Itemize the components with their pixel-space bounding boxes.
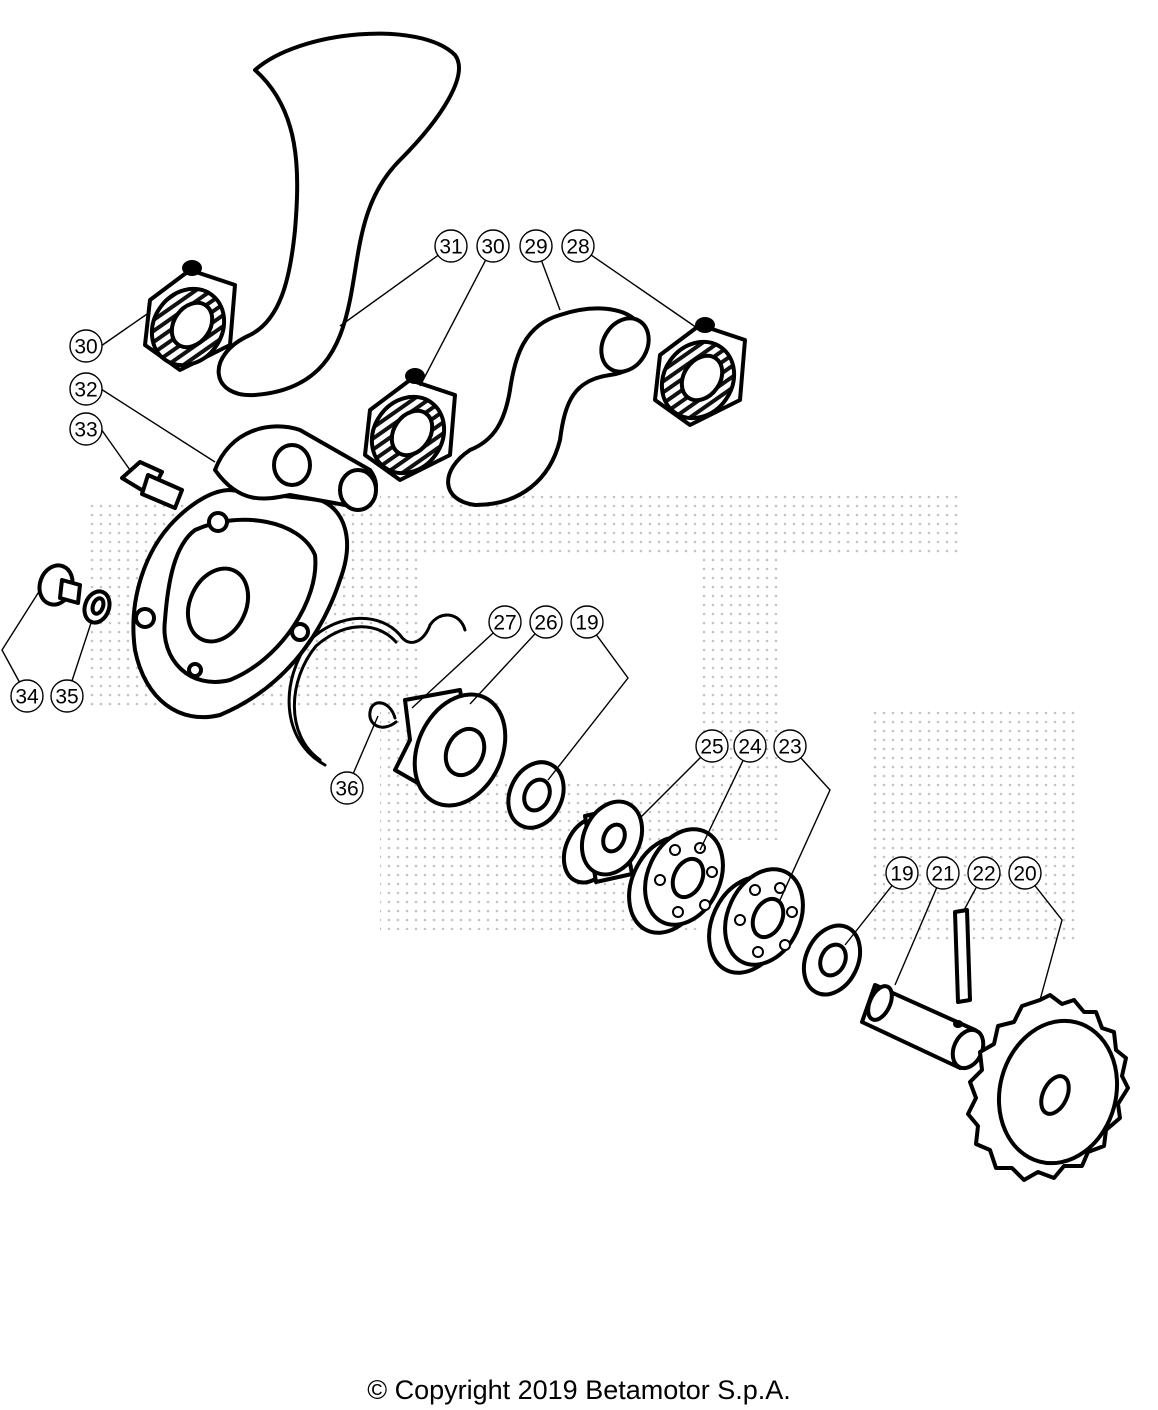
callout-34: 34 — [10, 679, 44, 713]
hose-long — [216, 31, 461, 398]
drive-pin — [953, 908, 972, 1004]
bearing-upper — [627, 827, 725, 935]
callout-label: 25 — [700, 736, 723, 759]
circlip — [368, 701, 398, 729]
hose-short — [446, 306, 651, 507]
callout-21: 21 — [926, 856, 960, 890]
callout-25: 25 — [695, 729, 729, 763]
callout-label: 29 — [524, 236, 547, 259]
impeller — [393, 688, 508, 808]
callout-19: 19 — [885, 856, 919, 890]
hose-clamp-right — [653, 317, 747, 427]
pump-shaft — [860, 983, 986, 1071]
copyright-notice: © Copyright 2019 Betamotor S.p.A. — [367, 1375, 791, 1405]
pump-gear — [966, 993, 1130, 1182]
cover-gasket — [287, 613, 467, 767]
callout-label: 28 — [566, 236, 589, 259]
pump-cover — [131, 424, 378, 720]
spacer — [561, 799, 645, 885]
callout-36: 36 — [330, 771, 364, 805]
hose-clamp-center — [363, 368, 457, 482]
callout-label: 34 — [15, 686, 39, 709]
shaft-seal-lower — [801, 923, 863, 997]
callout-label: 22 — [972, 863, 995, 886]
callout-label: 30 — [481, 236, 504, 259]
screw — [120, 460, 184, 510]
callout-28: 28 — [561, 229, 595, 263]
callout-32: 32 — [69, 372, 103, 406]
callout-label: 32 — [74, 379, 97, 402]
callout-24: 24 — [733, 729, 767, 763]
callout-label: 21 — [931, 863, 954, 886]
callout-label: 26 — [534, 612, 557, 635]
callout-label: 19 — [890, 863, 913, 886]
callout-label: 23 — [778, 736, 801, 759]
drain-plug — [37, 563, 82, 607]
callout-23: 23 — [773, 729, 807, 763]
callout-29: 29 — [519, 229, 553, 263]
callout-26: 26 — [529, 605, 563, 639]
callout-label: 36 — [335, 778, 358, 801]
callout-31: 31 — [434, 229, 468, 263]
callout-label: 27 — [493, 612, 516, 635]
callout-label: 30 — [74, 336, 97, 359]
callout-label: 19 — [575, 612, 598, 635]
callout-label: 24 — [738, 736, 762, 759]
callout-35: 35 — [50, 679, 84, 713]
callout-label: 20 — [1013, 863, 1036, 886]
callout-27: 27 — [488, 605, 522, 639]
callout-30: 30 — [69, 329, 103, 363]
callout-19: 19 — [570, 605, 604, 639]
callout-22: 22 — [967, 856, 1001, 890]
callout-20: 20 — [1008, 856, 1042, 890]
hose-clamp-left — [143, 260, 237, 372]
callout-label: 35 — [55, 686, 78, 709]
callout-label: 31 — [439, 236, 462, 259]
callout-30: 30 — [476, 229, 510, 263]
leader-lines — [1, 245, 1063, 1001]
callout-33: 33 — [69, 412, 103, 446]
callout-label: 33 — [74, 419, 97, 442]
